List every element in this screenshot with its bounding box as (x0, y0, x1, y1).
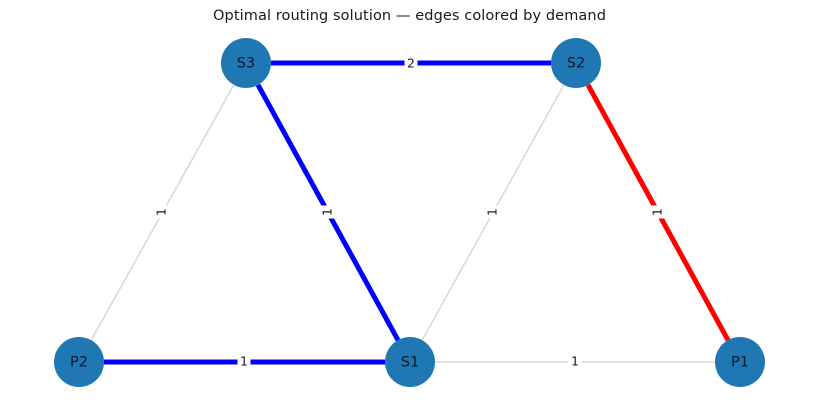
edge-label-value: 1 (320, 208, 335, 216)
edge-label-value: 1 (571, 354, 579, 369)
edge-label-backdrop (237, 354, 251, 370)
graph-node-s3[interactable]: S3 (221, 38, 271, 88)
edge-label-value: 1 (650, 208, 665, 216)
node-label: S1 (401, 355, 419, 371)
edge-label-value: 1 (154, 208, 169, 216)
node-label: S2 (567, 56, 585, 72)
node-circle[interactable] (551, 38, 601, 88)
edge-label: 1 (320, 205, 336, 219)
page-title: Optimal routing solution — edges colored… (213, 8, 606, 24)
edge-label: 2 (404, 56, 418, 72)
edge-labels-layer: 2 1 1 1 1 1 1 (154, 56, 666, 370)
edge-label-backdrop (320, 205, 336, 219)
edge-label-backdrop (650, 205, 666, 219)
node-circle[interactable] (54, 337, 104, 387)
edges-layer (90, 60, 731, 365)
edge-label: 1 (650, 205, 666, 219)
graph-node-s1[interactable]: S1 (385, 337, 435, 387)
edge-label-backdrop (154, 205, 170, 219)
edge-label-backdrop (404, 56, 418, 72)
graph-node-p1[interactable]: P1 (715, 337, 765, 387)
graph-node-p2[interactable]: P2 (54, 337, 104, 387)
edge-label: 1 (568, 354, 582, 370)
node-label: P1 (731, 355, 749, 371)
graph-node-s2[interactable]: S2 (551, 38, 601, 88)
edge-label-value: 1 (240, 354, 248, 369)
edge-label-backdrop (568, 354, 582, 370)
node-label: S3 (237, 56, 255, 72)
edge-label-value: 2 (407, 56, 415, 71)
node-circle[interactable] (715, 337, 765, 387)
edge-label: 1 (485, 205, 501, 219)
edge-label-value: 1 (485, 208, 500, 216)
node-circle[interactable] (221, 38, 271, 88)
edge-label: 1 (154, 205, 170, 219)
node-circle[interactable] (385, 337, 435, 387)
edge-label-backdrop (485, 205, 501, 219)
edge-label: 1 (237, 354, 251, 370)
node-label: P2 (70, 355, 88, 371)
